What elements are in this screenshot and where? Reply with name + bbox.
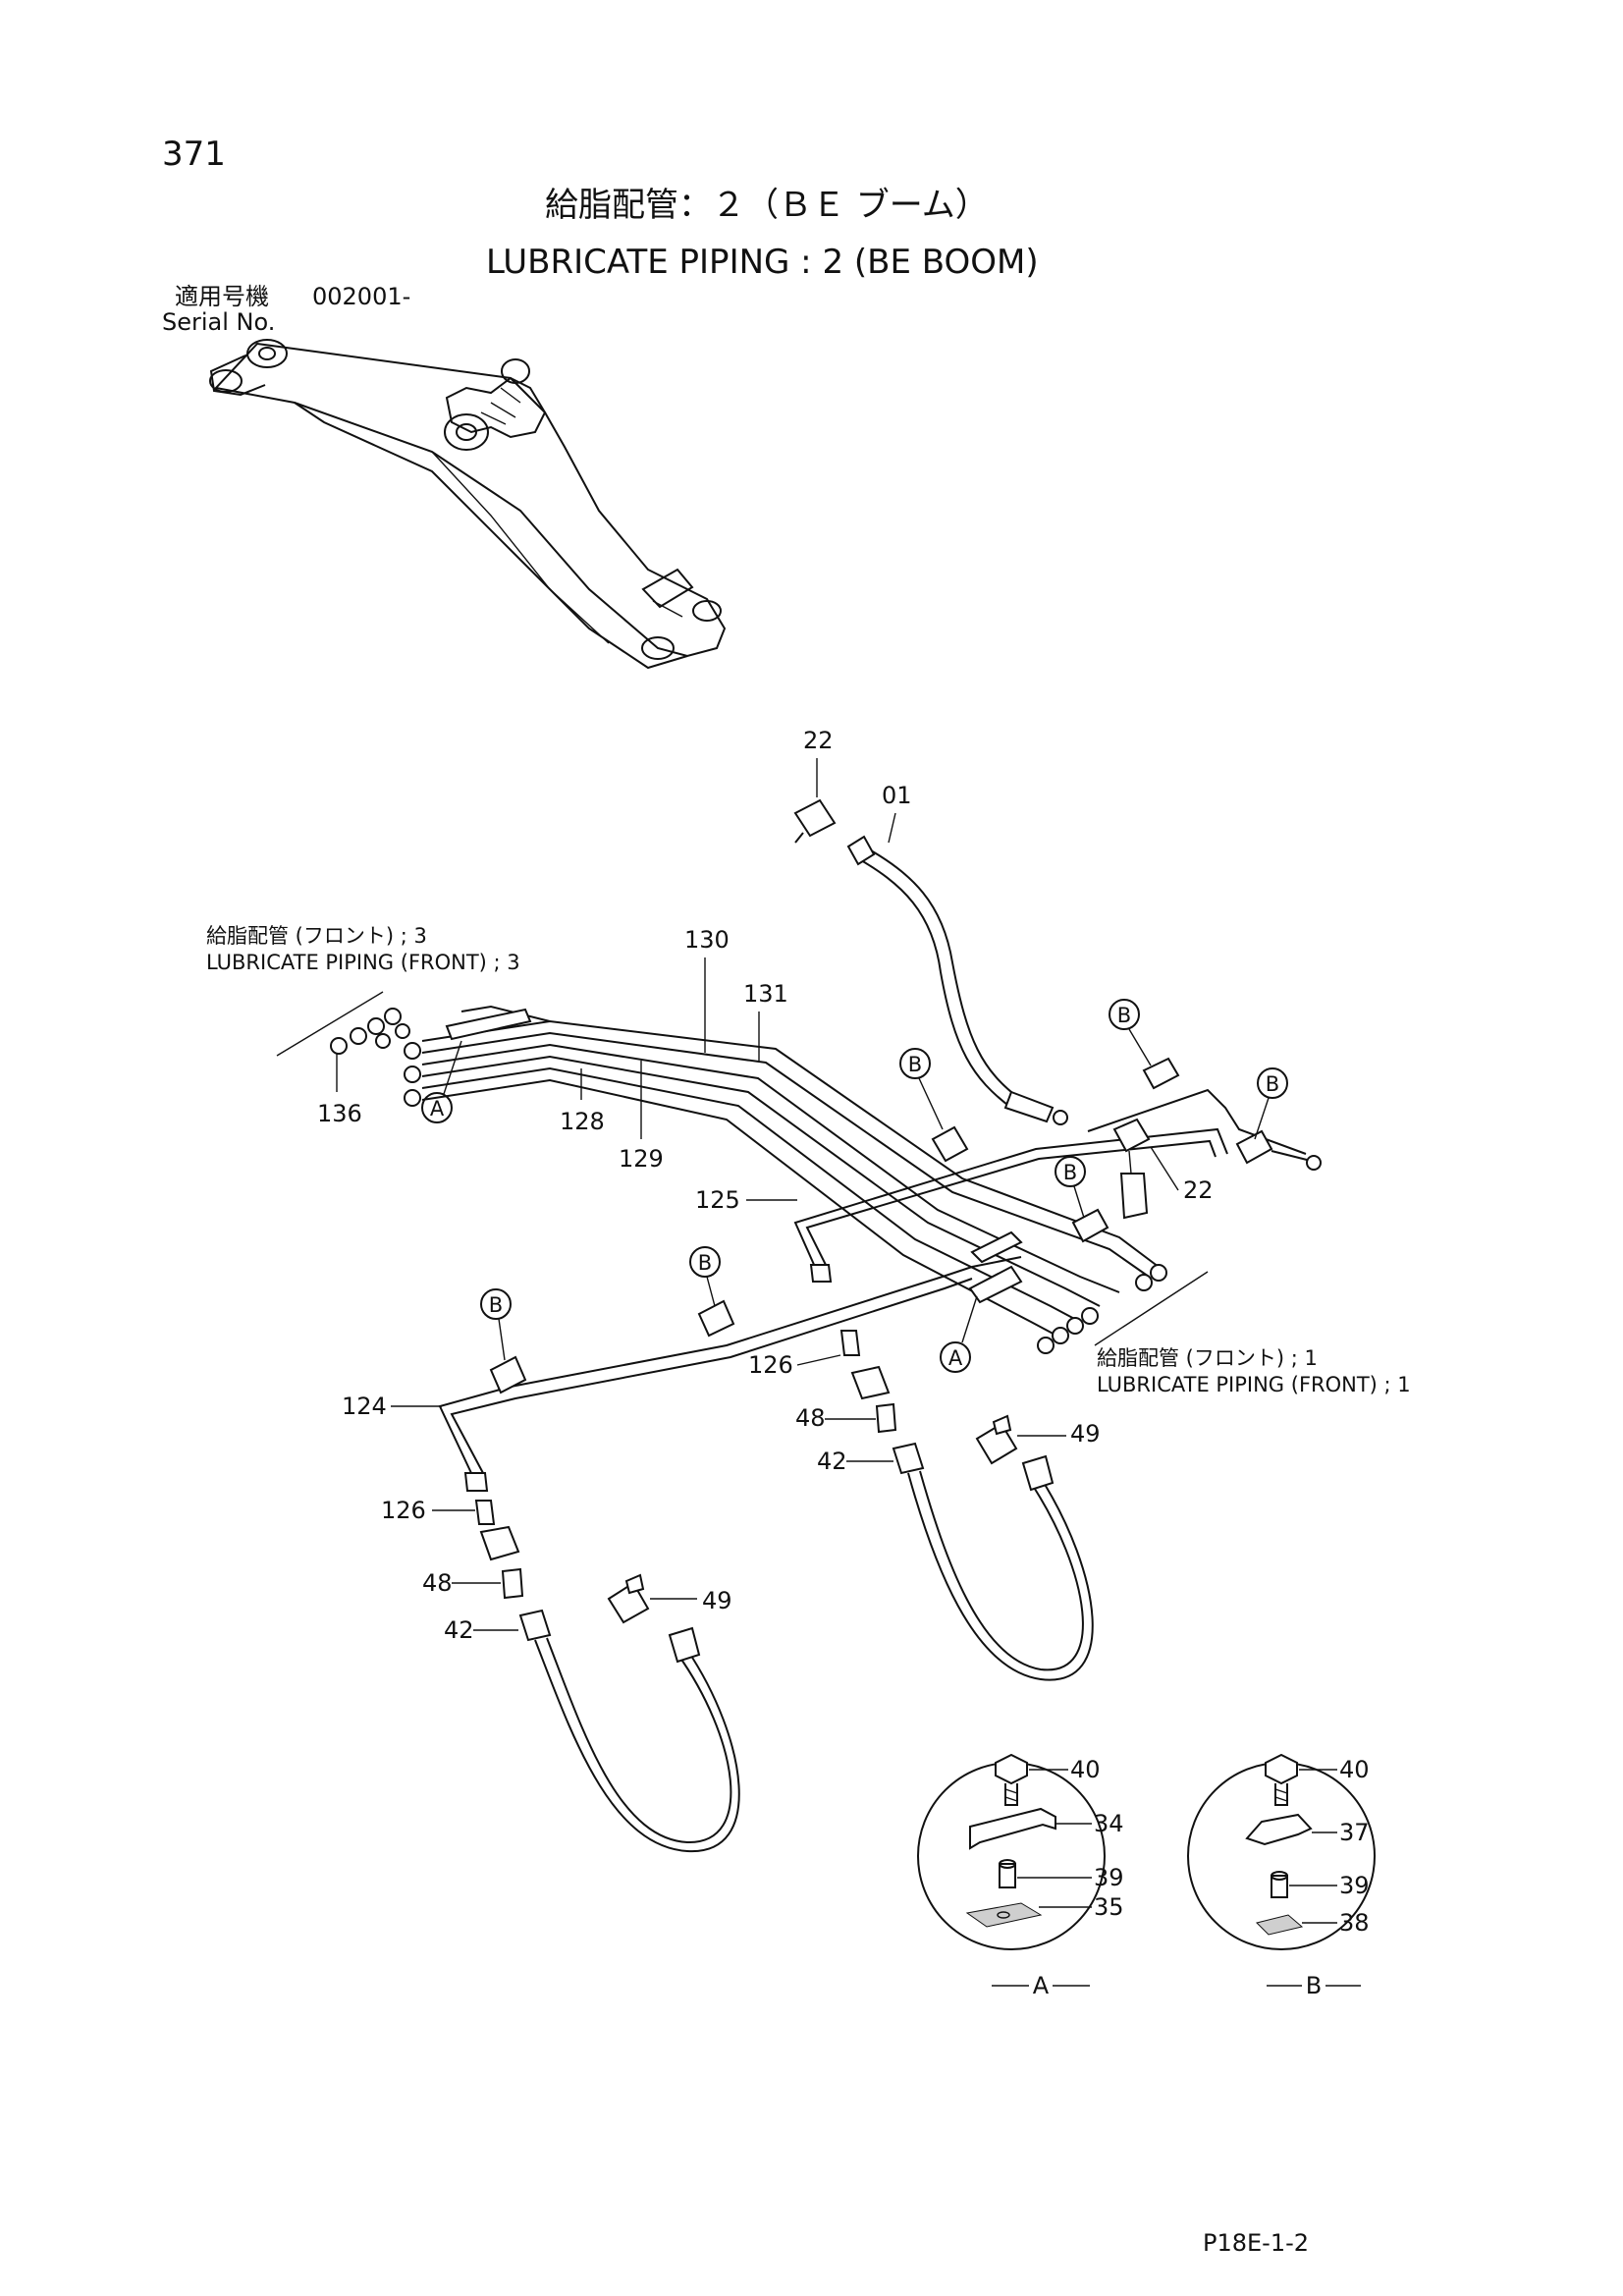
detail-a-part-34: 34 <box>1094 1810 1124 1837</box>
pipe-124 <box>438 1266 973 1492</box>
part-124-label: 124 <box>342 1393 387 1420</box>
ref-front1-en: LUBRICATE PIPING (FRONT) ; 1 <box>1097 1373 1411 1396</box>
svg-text:B: B <box>698 1251 712 1275</box>
ref-front3-jp: 給脂配管 (フロント) ; 3 <box>206 924 427 948</box>
svg-text:B: B <box>489 1293 503 1317</box>
clamp-b-5: B <box>480 1288 527 1394</box>
part-126-middle-label: 126 <box>748 1351 793 1379</box>
hose-01 <box>846 835 1068 1125</box>
part-49-middle-label: 49 <box>1070 1420 1101 1448</box>
detail-a-label: A <box>1033 1972 1050 1999</box>
detail-a-part-35: 35 <box>1094 1893 1124 1921</box>
footer-code: P18E-1-2 <box>1203 2229 1309 2257</box>
part-22-right-label: 22 <box>1183 1176 1214 1204</box>
clamp-b-4: B <box>1055 1156 1109 1243</box>
part-131-label: 131 <box>743 980 788 1008</box>
part-130-label: 130 <box>684 926 730 954</box>
page-number: 371 <box>162 135 226 174</box>
ref-front3-bracket <box>276 991 384 1057</box>
serial-label-en: Serial No. <box>162 308 275 336</box>
detail-b-part-39: 39 <box>1339 1872 1370 1899</box>
boom-overview-illustration <box>209 339 727 670</box>
elbow-fitting-22-top <box>793 798 837 844</box>
pipe-125 <box>793 1127 1228 1283</box>
detail-b-part-38: 38 <box>1339 1909 1370 1937</box>
part-136-fittings <box>330 1008 410 1055</box>
pipe-bundle <box>404 1005 1167 1354</box>
part-49-lower-label: 49 <box>702 1587 732 1614</box>
detail-b-part-40: 40 <box>1339 1756 1370 1783</box>
svg-text:A: A <box>948 1346 963 1370</box>
svg-text:A: A <box>430 1097 445 1121</box>
part-128-label: 128 <box>560 1108 605 1135</box>
serial-label-jp: 適用号機 <box>175 283 269 310</box>
callout-a-upper: A <box>421 1040 462 1123</box>
elbow-49-lower <box>607 1573 650 1624</box>
detail-b-label: B <box>1306 1972 1322 1999</box>
part-42-middle-label: 42 <box>817 1448 847 1475</box>
part-125-label: 125 <box>695 1186 740 1214</box>
ref-front1-jp: 給脂配管 (フロント) ; 1 <box>1097 1346 1318 1370</box>
nipple-48-middle <box>875 1402 897 1434</box>
part-129-label: 129 <box>619 1145 664 1173</box>
clamp-b-6: B <box>689 1246 735 1338</box>
detail-b: 40 37 39 38 B <box>1187 1753 1376 1999</box>
callout-a-lower: A <box>940 1295 978 1373</box>
hose-42-middle <box>892 1442 1094 1681</box>
detail-b-part-37: 37 <box>1339 1819 1370 1846</box>
clamp-b-1: B <box>899 1048 969 1163</box>
detail-a-part-39: 39 <box>1094 1864 1124 1891</box>
part-22-top-label: 22 <box>803 727 834 754</box>
ref-front1-bracket <box>1094 1271 1209 1346</box>
svg-text:B: B <box>1063 1161 1077 1184</box>
title-japanese: 給脂配管：２（ＢＥ ブーム） <box>545 186 989 225</box>
title-english: LUBRICATE PIPING : 2 (BE BOOM) <box>486 243 1039 282</box>
detail-a: 40 34 39 35 A <box>917 1753 1124 1999</box>
part-126-lower-label: 126 <box>381 1497 426 1524</box>
clamp-b-3: B <box>1087 1067 1322 1171</box>
svg-text:B: B <box>1117 1004 1131 1027</box>
part-01-label: 01 <box>882 782 912 809</box>
nipple-48-lower <box>501 1567 524 1600</box>
elbow-49-middle <box>975 1414 1018 1465</box>
part-136-label: 136 <box>317 1100 362 1127</box>
hose-42-lower <box>518 1609 740 1853</box>
ref-front3-en: LUBRICATE PIPING (FRONT) ; 3 <box>206 951 520 974</box>
part-48-middle-label: 48 <box>795 1404 826 1432</box>
fitting-126-middle <box>839 1330 891 1400</box>
serial-value: 002001- <box>312 283 410 310</box>
svg-text:B: B <box>908 1053 922 1076</box>
fitting-126-lower <box>474 1500 520 1561</box>
part-48-lower-label: 48 <box>422 1569 453 1597</box>
elbow-fitting-22-right <box>1112 1118 1151 1220</box>
clamp-b-2: B <box>1109 999 1180 1090</box>
detail-a-part-40: 40 <box>1070 1756 1101 1783</box>
part-42-lower-label: 42 <box>444 1616 474 1644</box>
svg-text:B: B <box>1266 1072 1279 1096</box>
